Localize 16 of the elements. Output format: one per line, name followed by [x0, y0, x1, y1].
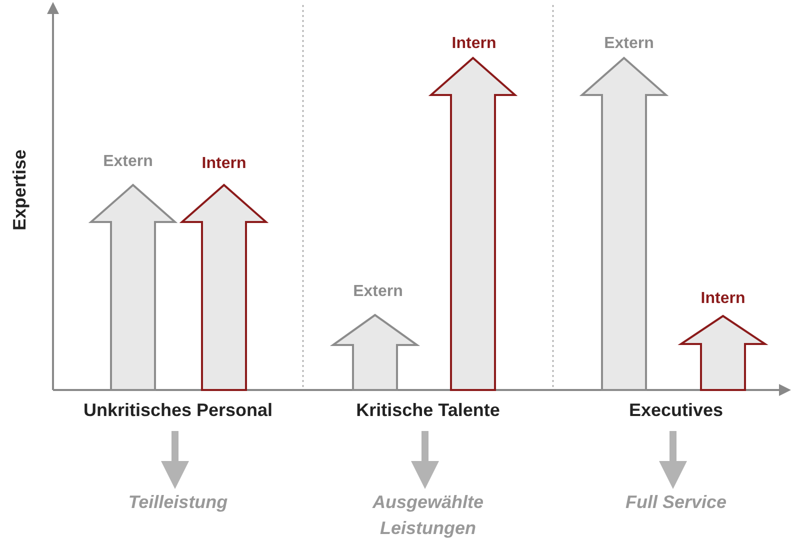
arrow [659, 431, 687, 489]
service-label: Full Service [624, 491, 728, 514]
category-label: Kritische Talente [356, 400, 500, 421]
bar-label: Extern [353, 283, 403, 301]
service-label: Teilleistung [127, 491, 229, 514]
category-label: Unkritisches Personal [83, 400, 273, 421]
bar-label: Intern [202, 155, 246, 173]
axis-title: Expertise [10, 149, 30, 231]
category-label: Executives [628, 400, 724, 421]
arrow [161, 431, 189, 489]
bar-label: Intern [452, 35, 496, 53]
bar-label: Extern [604, 35, 654, 53]
bar-label: Intern [700, 290, 746, 308]
arrow [411, 431, 439, 489]
service-label: Ausgewählte Leistungen [371, 491, 485, 540]
bar-label: Extern [103, 153, 153, 171]
